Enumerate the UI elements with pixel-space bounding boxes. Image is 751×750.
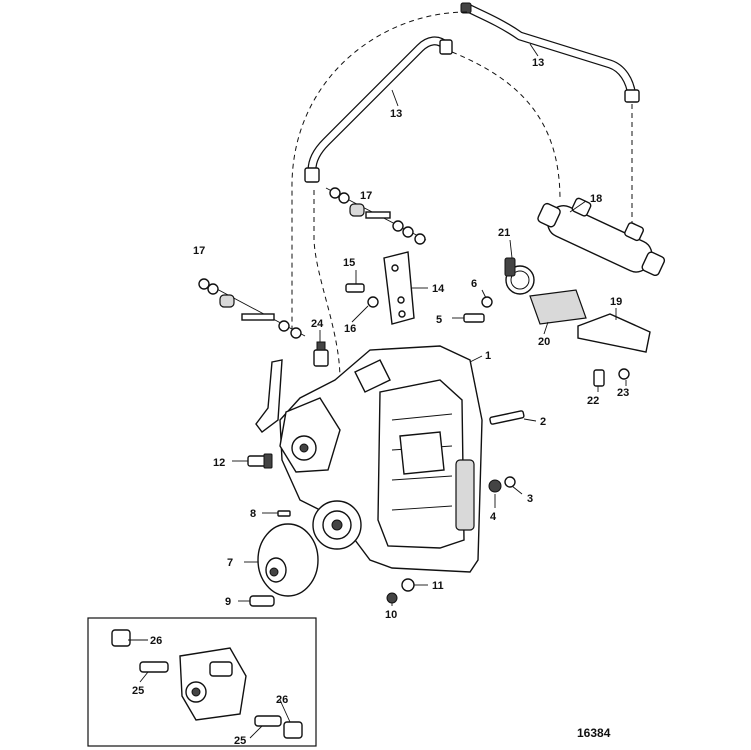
callout-13-upper: 13 bbox=[532, 57, 544, 69]
figure-id: 16384 bbox=[577, 726, 611, 740]
callout-17-lower: 17 bbox=[193, 245, 205, 257]
nut-11 bbox=[401, 578, 415, 592]
shift-lever bbox=[255, 359, 283, 433]
callout-4: 4 bbox=[490, 511, 497, 523]
inset-fitting-25-left bbox=[139, 661, 169, 673]
bolt-22 bbox=[593, 369, 605, 387]
callout-26-left: 26 bbox=[150, 635, 162, 647]
callout-22: 22 bbox=[587, 395, 599, 407]
cooler-hose-lower bbox=[304, 36, 453, 183]
insulator-pad bbox=[529, 289, 587, 325]
support-plate bbox=[577, 313, 651, 353]
callout-24: 24 bbox=[311, 318, 324, 330]
oil-cooler bbox=[537, 197, 666, 277]
drive-flange bbox=[257, 523, 319, 597]
screw-8 bbox=[277, 510, 291, 517]
inset-frame bbox=[87, 617, 317, 747]
fastener-stack-upper bbox=[325, 187, 427, 245]
plug-10 bbox=[386, 592, 398, 604]
inset-elbow-26-left bbox=[111, 629, 131, 647]
callout-15: 15 bbox=[343, 257, 355, 269]
callout-labels: 1 2 3 4 5 6 7 8 9 10 11 12 13 13 14 15 1… bbox=[132, 57, 629, 747]
callout-21: 21 bbox=[498, 227, 510, 239]
callout-2: 2 bbox=[540, 416, 546, 428]
callout-11: 11 bbox=[432, 580, 444, 592]
callout-25-right: 25 bbox=[234, 735, 246, 747]
mounting-bracket bbox=[383, 251, 415, 325]
fastener-stack-lower bbox=[198, 278, 306, 339]
bolt-15 bbox=[345, 283, 365, 293]
callout-25-left: 25 bbox=[132, 685, 144, 697]
callout-5: 5 bbox=[436, 314, 442, 326]
callout-19: 19 bbox=[610, 296, 622, 308]
inset-fitting-25-right bbox=[254, 715, 282, 727]
bolt-9 bbox=[249, 595, 275, 607]
inset-elbow-26-right bbox=[283, 721, 303, 739]
callout-17-upper: 17 bbox=[360, 190, 372, 202]
callout-12: 12 bbox=[213, 457, 225, 469]
callout-6: 6 bbox=[471, 278, 477, 290]
callout-1: 1 bbox=[485, 350, 491, 362]
hose-clamp bbox=[504, 257, 535, 295]
inset-valve-assembly bbox=[179, 647, 247, 721]
washer-16 bbox=[367, 296, 379, 308]
sender-12 bbox=[247, 453, 273, 469]
callout-20: 20 bbox=[538, 336, 550, 348]
sender-24 bbox=[313, 341, 329, 367]
callout-26-right: 26 bbox=[276, 694, 288, 706]
screw-5 bbox=[463, 313, 485, 323]
callout-10: 10 bbox=[385, 609, 397, 621]
routing-line-cooler bbox=[451, 51, 561, 201]
callout-13-lower: 13 bbox=[390, 108, 402, 120]
callout-18: 18 bbox=[590, 193, 602, 205]
transmission-housing bbox=[279, 345, 483, 573]
nut-4 bbox=[488, 479, 502, 493]
callout-23: 23 bbox=[617, 387, 629, 399]
callout-8: 8 bbox=[250, 508, 256, 520]
stud-2 bbox=[489, 410, 525, 425]
washer-6 bbox=[481, 296, 493, 308]
callout-16: 16 bbox=[344, 323, 356, 335]
cooler-hose-upper bbox=[460, 2, 640, 103]
callout-3: 3 bbox=[527, 493, 533, 505]
callout-14: 14 bbox=[432, 283, 445, 295]
routing-line-center bbox=[313, 190, 341, 381]
nut-23 bbox=[618, 368, 630, 380]
callout-7: 7 bbox=[227, 557, 233, 569]
callout-9: 9 bbox=[225, 596, 231, 608]
washer-3 bbox=[504, 476, 516, 488]
routing-line-left bbox=[291, 11, 468, 330]
leader-lines bbox=[128, 43, 627, 739]
